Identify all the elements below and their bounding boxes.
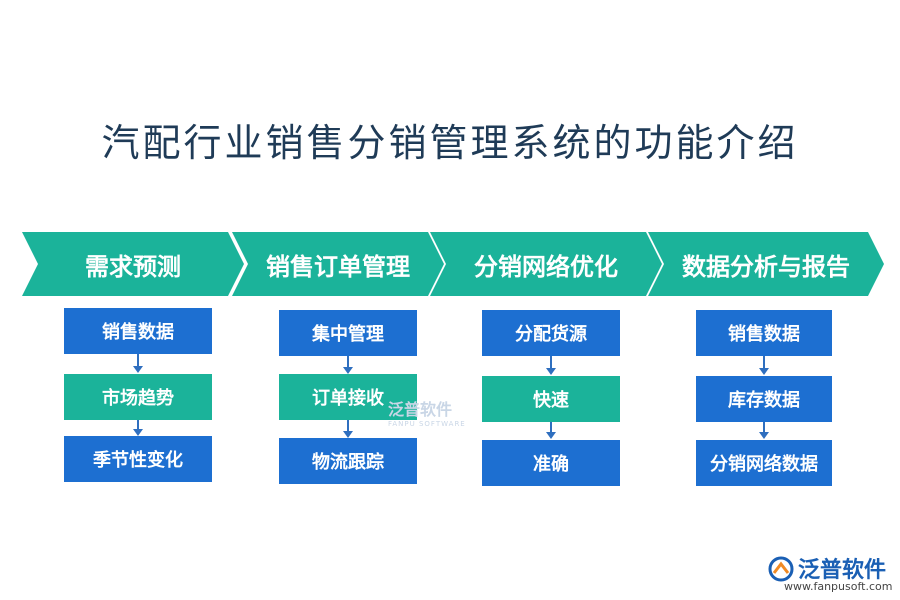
brand-logo-icon <box>768 556 794 582</box>
watermark-text: 泛普软件 <box>388 400 453 419</box>
stage-4-header: 数据分析与报告 <box>648 232 884 296</box>
stage-1-item-3: 季节性变化 <box>64 436 212 482</box>
stage-3-item-3: 准确 <box>482 440 620 486</box>
stage-1-header: 需求预测 <box>22 232 244 296</box>
stage-3-arrow-1 <box>546 356 556 375</box>
stage-3-item-1: 分配货源 <box>482 310 620 356</box>
watermark: 泛普软件 FANPU SOFTWARE <box>388 396 466 428</box>
stage-3-item-2: 快速 <box>482 376 620 422</box>
stage-4-item-2: 库存数据 <box>696 376 832 422</box>
stage-2-arrow-2 <box>343 420 353 438</box>
stage-2-header: 销售订单管理 <box>232 232 444 296</box>
stage-1-item-1: 销售数据 <box>64 308 212 354</box>
stage-1-arrow-2 <box>133 420 143 436</box>
brand-name: 泛普软件 <box>798 558 887 583</box>
stage-2-item-2: 订单接收 <box>279 374 417 420</box>
stage-4-item-3: 分销网络数据 <box>696 440 832 486</box>
brand-url: www.fanpusoft.com <box>784 580 893 593</box>
stage-2-item-1: 集中管理 <box>279 310 417 356</box>
stage-banner: 需求预测 销售订单管理 分销网络优化 数据分析与报告 <box>0 232 900 298</box>
stage-2-item-3: 物流跟踪 <box>279 438 417 484</box>
stage-4-item-1: 销售数据 <box>696 310 832 356</box>
stage-3-header: 分销网络优化 <box>430 232 662 296</box>
stage-1-arrow-1 <box>133 354 143 373</box>
stage-3-arrow-2 <box>546 422 556 439</box>
stage-4-arrow-2 <box>759 422 769 439</box>
stage-4-arrow-1 <box>759 356 769 375</box>
stage-2-arrow-1 <box>343 356 353 374</box>
stage-1-item-2: 市场趋势 <box>64 374 212 420</box>
watermark-subtext: FANPU SOFTWARE <box>388 420 466 428</box>
page-title: 汽配行业销售分销管理系统的功能介绍 <box>101 121 799 165</box>
